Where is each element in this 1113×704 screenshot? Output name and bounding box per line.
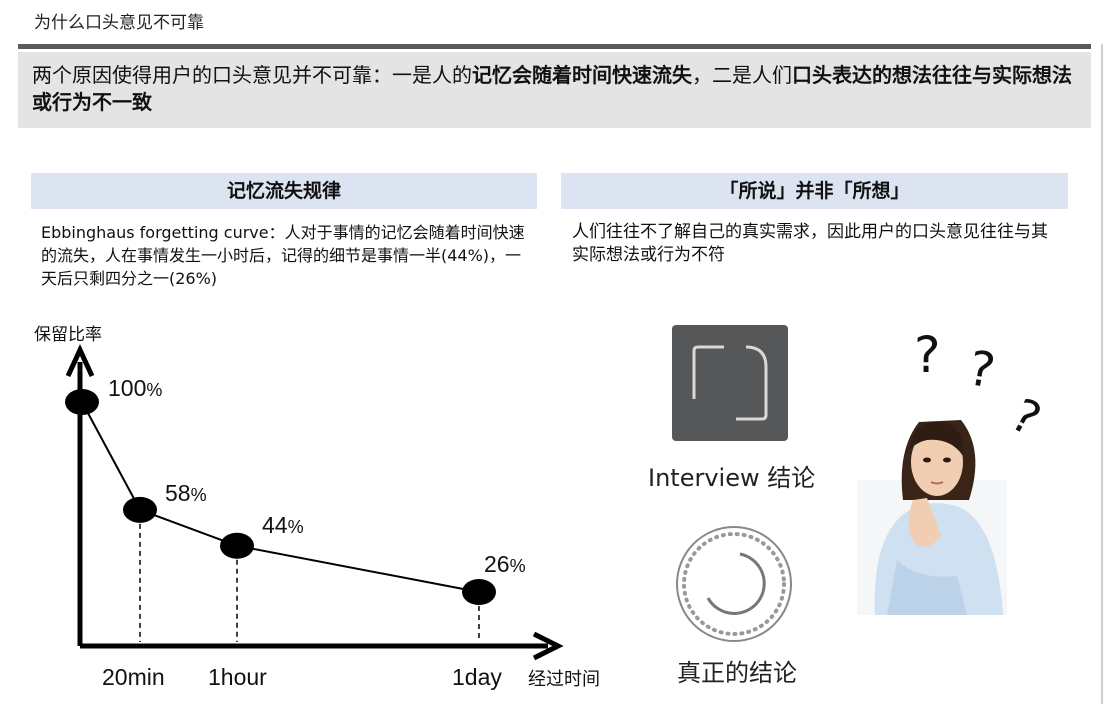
question-mark-3: ? — [1002, 387, 1050, 447]
data-point-1 — [123, 496, 157, 523]
x-tick-label-1: 1hour — [208, 664, 267, 690]
question-mark-1: ? — [914, 326, 941, 384]
data-label-1: 58% — [165, 480, 207, 506]
data-label-0: 100% — [108, 375, 162, 401]
left-section-description: Ebbinghaus forgetting curve：人对于事情的记忆会随着时… — [41, 221, 531, 290]
summary-text-2: ，二是人们 — [692, 63, 792, 87]
y-axis-arrow — [65, 344, 95, 378]
interview-card-icon — [672, 325, 788, 441]
data-point-0 — [65, 389, 99, 415]
summary-banner: 两个原因使得用户的口头意见并不可靠：一是人的记忆会随着时间快速流失，二是人们口头… — [18, 52, 1091, 128]
right-section-heading: 「所说」并非「所想」 — [561, 173, 1068, 209]
ebbinghaus-term: Ebbinghaus forgetting curve — [41, 223, 269, 242]
page-edge-line — [1101, 44, 1103, 704]
y-axis-label: 保留比率 — [34, 325, 102, 345]
thinking-woman-illustration — [857, 420, 1007, 615]
x-tick-label-0: 20min — [102, 664, 165, 690]
ebbinghaus-explanation: ：人对于事情的记忆会随着时间快速的流失，人在事情发生一小时后，记得的细节是事情一… — [41, 223, 525, 288]
dotted-circle-icon — [676, 526, 792, 642]
x-tick-label-2: 1day — [452, 664, 502, 690]
summary-text-1: 两个原因使得用户的口头意见并不可靠：一是人的 — [32, 63, 472, 87]
real-conclusion-caption: 真正的结论 — [677, 659, 797, 687]
right-section-description: 人们往往不了解自己的真实需求，因此用户的口头意见往往与其实际想法或行为不符 — [572, 222, 1048, 265]
title-divider — [18, 44, 1091, 49]
data-label-3: 26% — [484, 551, 526, 577]
forgetting-curve-chart: 100% 58% 44% 26% 20min 1hour 1day 经过时间 — [65, 344, 600, 690]
data-label-2: 44% — [262, 512, 304, 538]
x-axis-arrow — [532, 631, 564, 661]
summary-bold-1: 记忆会随着时间快速流失 — [472, 63, 692, 87]
page-title: 为什么口头意见不可靠 — [34, 13, 204, 33]
data-point-3 — [462, 579, 496, 605]
summary-bold-2: 口头表达的想法往往与实际想法或行为不一致 — [32, 63, 1072, 114]
interview-caption: Interview 结论 — [648, 464, 816, 492]
bracket-frame-icon — [692, 345, 768, 421]
left-section-heading: 记忆流失规律 — [31, 173, 537, 209]
data-point-2 — [220, 532, 254, 559]
curve-line — [81, 401, 480, 593]
x-axis-label: 经过时间 — [528, 669, 600, 690]
